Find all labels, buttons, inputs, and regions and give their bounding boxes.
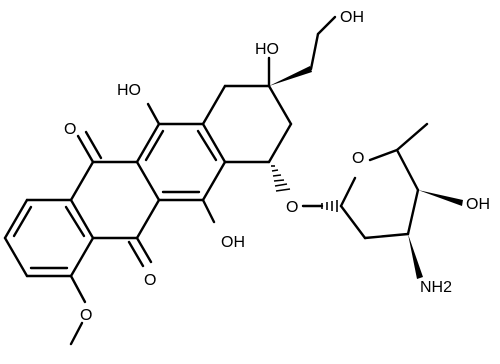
ring-d (201, 84, 293, 164)
o-glycoside-label: O (286, 199, 298, 216)
o-ketone-lower-label: O (144, 272, 156, 289)
nh2-sugar-label: NH2 (420, 279, 452, 296)
glycosidic-hash (271, 165, 291, 192)
o-methoxy-label: O (80, 307, 92, 324)
amine-wedge (408, 234, 423, 279)
methoxy-group (69, 274, 87, 346)
o-pyranose-label: O (352, 150, 364, 167)
oh-tertiary-label: HO (255, 41, 279, 58)
ring-a (3, 198, 95, 278)
oh-ring-lower-label: OH (221, 234, 245, 251)
oh-ring-upper-label: HO (117, 82, 141, 99)
ring-b (69, 130, 161, 268)
hydroxyethyl-chain (267, 15, 337, 88)
oh-sugar-label: OH (466, 196, 490, 213)
sugar-ring (339, 122, 463, 240)
o-ketone-upper-label: O (64, 121, 76, 138)
anomeric-hash (321, 200, 338, 212)
oh-top-right-label: OH (340, 9, 364, 26)
ring-c (135, 102, 227, 224)
